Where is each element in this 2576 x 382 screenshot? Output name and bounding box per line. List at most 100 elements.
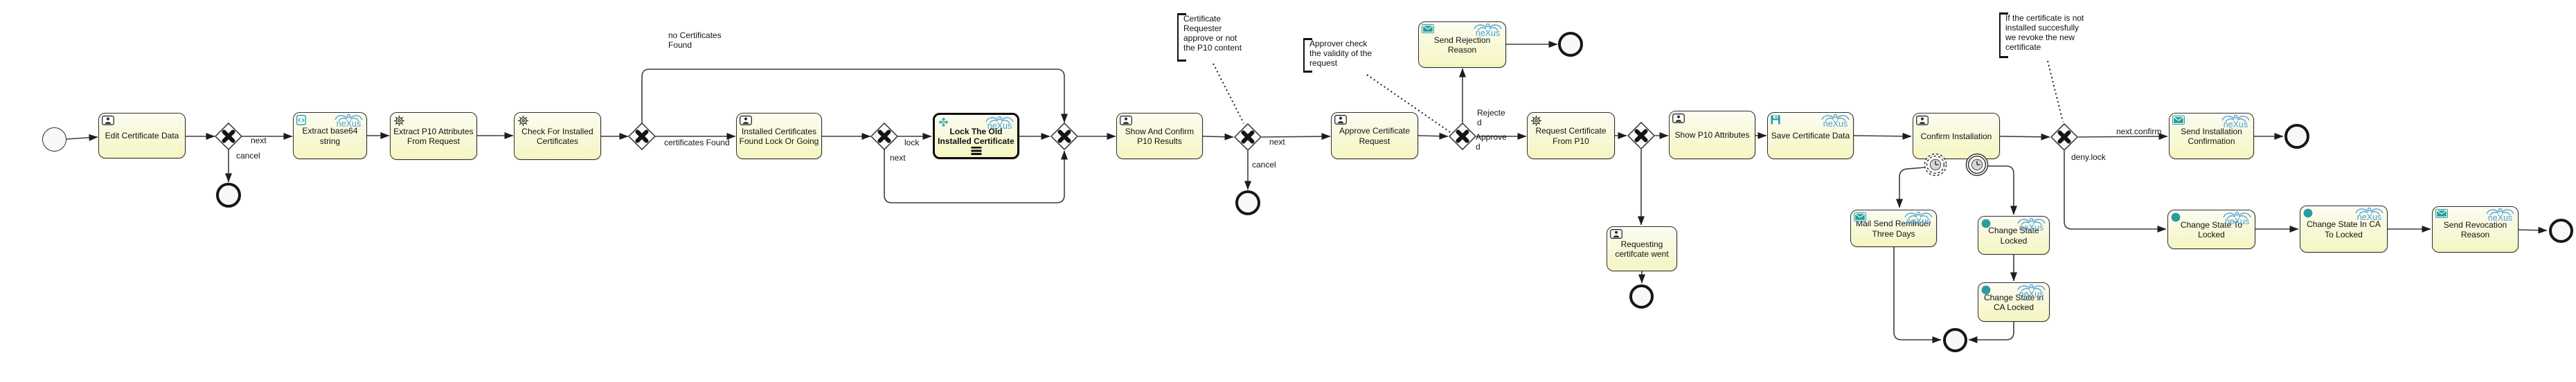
task-show-p10-attributes[interactable]: Show P10 Attributes [1669,111,1755,159]
boundary-timer-noninterrupting[interactable] [1924,153,1947,176]
gateway-certificates-found[interactable] [627,122,656,151]
state-icon [2171,212,2181,222]
send-icon [1854,212,1866,221]
task-label: Send Rejection Reason [1433,35,1491,55]
task-label: Send Revocation Reason [2443,219,2507,239]
user-icon [1610,229,1622,239]
task-check-for-installed-certificates[interactable]: Check For Installed Certificates [514,112,601,160]
svg-text:neXus: neXus [1906,217,1931,226]
start-event[interactable] [42,127,66,152]
end-event-revocation[interactable] [2548,218,2573,243]
task-confirm-installation[interactable]: Confirm Installation [1913,113,2000,159]
task-label: Lock The Old Installed Certificate [938,126,1014,146]
sequence-flow [1988,165,2017,215]
nexus-logo: neXus [1903,211,1934,226]
task-show-and-confirm-p10-results[interactable]: Show And Confirm P10 Results [1116,113,1203,159]
flow-label: next [1269,137,1285,147]
gateway-merge[interactable] [1050,122,1079,151]
task-label: Edit Certificate Data [105,131,179,141]
flow-label: deny.lock [2071,152,2106,162]
flow-label: Rejecte d [1477,108,1505,128]
end-event-edit-cancel[interactable] [216,183,241,208]
svg-text:neXus: neXus [2225,217,2249,226]
sequential-marker-icon [971,147,981,155]
annotation-text: Approver check the validity of the reque… [1309,39,1372,69]
end-event-p10-cancel[interactable] [1235,190,1260,215]
nexus-logo: neXus [1820,113,1851,129]
state-icon [2303,208,2313,218]
sequence-flow [2077,133,2168,140]
flow-label: next.confirm [2116,127,2162,136]
gateway-p10-next-cancel[interactable] [1233,122,1262,152]
task-request-certificate-from-p10[interactable]: Request Certificate From P10 [1527,112,1615,159]
svg-text:neXus: neXus [2488,213,2512,222]
nexus-logo: neXus [2016,284,2047,299]
end-event-rejection[interactable] [1558,32,1583,57]
task-label: Installed Certificates Found Lock Or Goi… [739,126,819,146]
task-label: Request Certificate From P10 [1535,126,1607,146]
sequence-flow [1202,133,1234,140]
gateway-approval[interactable] [1448,122,1477,151]
task-label: Check For Installed Certificates [521,126,593,146]
sequence-flow [1896,167,1925,208]
task-label: Extract base64 string [302,126,358,146]
annotation-approver-check: Approver check the validity of the reque… [1303,38,1372,73]
svg-text:neXus: neXus [2224,120,2248,129]
user-icon [740,116,752,125]
flow-label: cancel [1252,160,1276,170]
task-label: Confirm Installation [1920,131,1992,141]
end-event-locked[interactable] [1942,327,1967,352]
svg-text:neXus: neXus [2357,212,2381,221]
task-label: Extract P10 Attributes From Request [393,126,474,146]
annotation-text: If the certificate is not installed succ… [2005,13,2084,53]
gateway-installation[interactable] [2050,122,2079,152]
task-requesting-certificate-went[interactable]: Requesting certifcate went [1607,226,1677,271]
task-label: Requesting certifcate went [1615,239,1669,259]
nexus-logo: neXus [2354,207,2385,222]
end-event-requesting[interactable] [1629,284,1654,309]
end-event-confirmation[interactable] [2284,124,2309,149]
nexus-logo: neXus [2220,114,2251,129]
association-edge [1213,63,1244,124]
sequence-flow [2064,151,2167,233]
gateway-request-result[interactable] [1627,121,1656,150]
user-icon [102,116,114,125]
task-label: Show And Confirm P10 Results [1125,126,1195,146]
nexus-logo: neXus [1472,23,1503,38]
sequence-flow [66,134,98,141]
task-label: Change State In CA To Locked [2307,219,2381,239]
sequence-flow [1261,133,1331,140]
sequence-flow [884,149,1068,203]
gateway-lock-next[interactable] [870,122,899,151]
annotation-text: Certificate Requester approve or not the… [1183,14,1242,53]
task-installed-certificates-found[interactable]: Installed Certificates Found Lock Or Goi… [736,113,822,159]
nexus-logo: neXus [984,116,1015,131]
flow-label: no Certificates Found [668,30,722,51]
task-approve-certificate-request[interactable]: Approve Certificate Request [1331,112,1418,159]
gateway-edit-next-cancel[interactable] [214,122,243,151]
svg-text:neXus: neXus [1476,28,1500,37]
nexus-logo: neXus [2221,211,2253,226]
task-label: Change State To Locked [2180,219,2243,239]
flow-label: certificates Found [664,138,730,147]
send-icon [1422,24,1434,33]
boundary-timer-interrupting[interactable] [1965,153,1989,176]
task-edit-certificate-data[interactable]: Edit Certificate Data [98,113,186,158]
user-icon [1120,116,1132,125]
task-extract-p10-attributes[interactable]: Extract P10 Attributes From Request [390,112,477,160]
svg-text:neXus: neXus [987,121,1012,130]
user-icon [1916,116,1929,125]
